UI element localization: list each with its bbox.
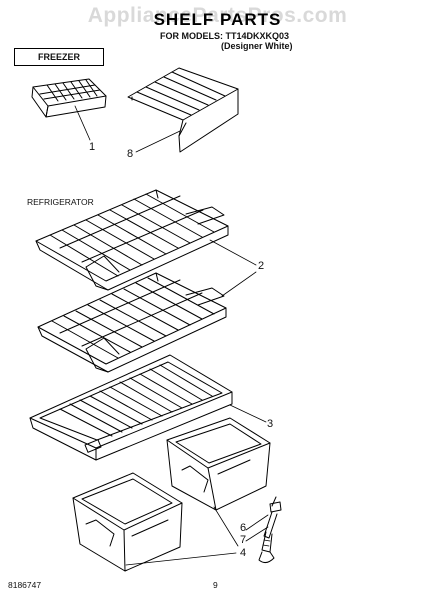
crisper-cover-drawing xyxy=(29,354,267,461)
callout-4: 4 xyxy=(240,547,247,559)
page-title: SHELF PARTS xyxy=(153,10,282,29)
crisper-pan-left-drawing xyxy=(72,472,237,572)
callout-3: 3 xyxy=(267,418,274,430)
freezer-label: FREEZER xyxy=(14,48,104,66)
document-number: 8186747 xyxy=(8,580,42,590)
models-line: FOR MODELS: TT14DKXKQ03 xyxy=(160,31,290,41)
callout-6: 6 xyxy=(240,522,247,534)
callout-2: 2 xyxy=(258,260,265,272)
callout-8: 8 xyxy=(127,148,134,160)
watermark: AppliancePartsPros.com xyxy=(87,4,348,27)
page-number: 9 xyxy=(213,580,218,590)
support-pin-drawing xyxy=(245,496,282,564)
callout-7: 7 xyxy=(240,534,247,546)
lower-wire-shelf-drawing xyxy=(37,271,257,373)
refrigerator-label: REFRIGERATOR xyxy=(27,197,94,207)
freezer-shelf-drawing xyxy=(127,67,239,153)
callout-1: 1 xyxy=(89,141,96,153)
model-variant: (Designer White) xyxy=(221,41,293,51)
crisper-pan-right-drawing xyxy=(166,417,271,547)
upper-wire-shelf-drawing xyxy=(35,189,257,291)
ice-tray-drawing xyxy=(31,78,107,141)
